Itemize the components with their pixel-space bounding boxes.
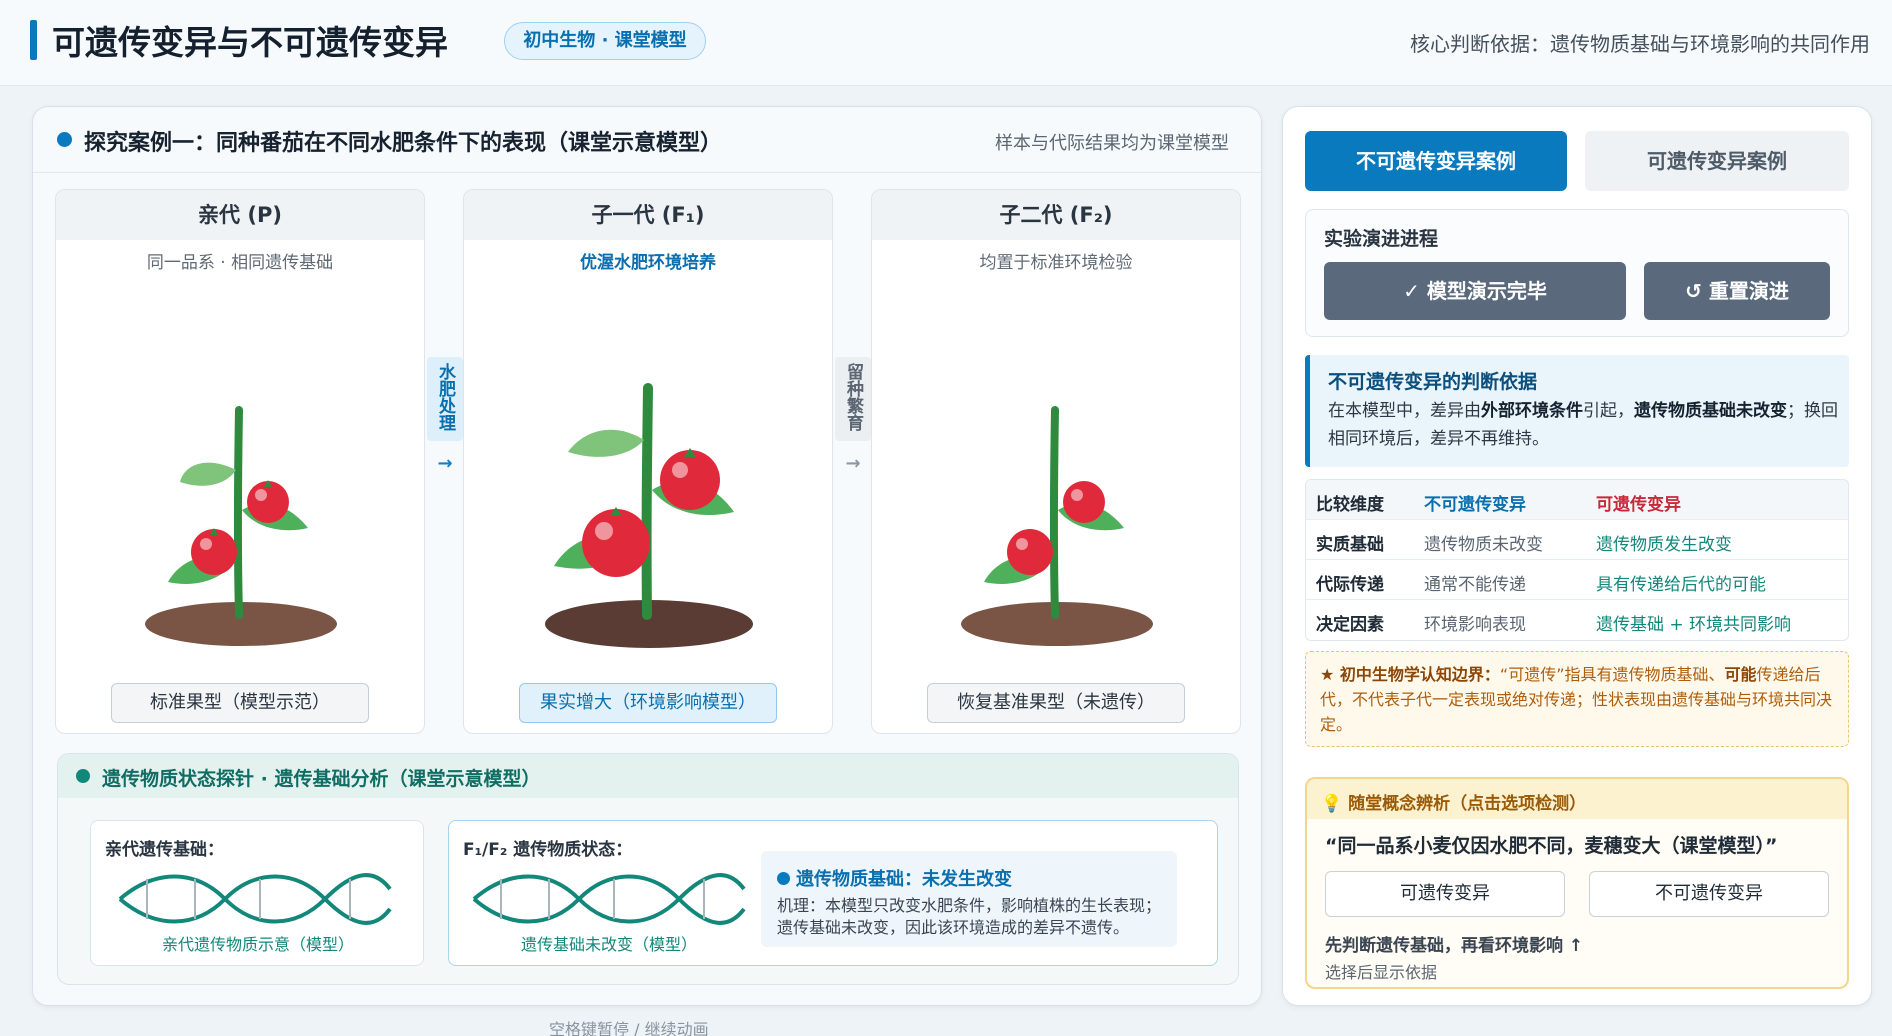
transition-label: 留种繁育 (835, 357, 871, 441)
tomato-plant-f2-icon (961, 406, 1153, 646)
generation-subtitle: 均置于标准环境检验 (979, 253, 1133, 273)
generation-title: 子一代 (F₁) (464, 190, 832, 240)
option-non-heritable-button[interactable]: 不可遗传变异 (1589, 871, 1829, 917)
tomato-plant-f1-icon (545, 383, 753, 648)
dna-helix-icon (472, 873, 746, 925)
generation-card-f1: 子一代 (F₁) 优渥水肥环境培养 果实增大（环境影响模型） (463, 189, 833, 734)
table-header-row: 比较维度 不可遗传变异 可遗传变异 (1306, 480, 1848, 520)
quiz-subtext: 选择后显示依据 (1325, 963, 1438, 982)
quiz-header: 💡 随堂概念辨析（点击选项检测） (1307, 779, 1847, 819)
generation-tag: 恢复基准果型（未遗传） (927, 683, 1185, 723)
cognitive-boundary-note: ★ 初中生物学认知边界：“可遗传”指具有遗传物质基础、可能传递给后代，不代表子代… (1305, 651, 1849, 747)
status-dot-icon (777, 872, 790, 885)
dna-helix-icon (118, 873, 392, 925)
tomato-plant-parent-icon (145, 406, 337, 646)
boundary-text: ★ 初中生物学认知边界：“可遗传”指具有遗传物质基础、可能传递给后代，不代表子代… (1320, 665, 1833, 734)
offspring-dna-caption: 遗传基础未改变（模型） (520, 935, 697, 954)
tab-non-heritable[interactable]: 不可遗传变异案例 (1305, 131, 1567, 191)
core-basis-text: 核心判断依据：遗传物质基础与环境影响的共同作用 (1410, 32, 1870, 56)
case-note: 样本与代际结果均为课堂模型 (995, 133, 1229, 154)
course-tag: 初中生物 · 课堂模型 (504, 22, 706, 60)
quiz-title: 💡 随堂概念辨析（点击选项检测） (1321, 794, 1587, 814)
offspring-dna-box: F₁/F₂ 遗传物质状态： 遗传基础未改变（模型） 遗传物质基础：未发生改变 机… (448, 820, 1218, 966)
quiz-question: “同一品系小麦仅因水肥不同，麦穗变大（课堂模型）” (1325, 835, 1778, 857)
header: 可遗传变异与不可遗传变异 初中生物 · 课堂模型 核心判断依据：遗传物质基础与环… (0, 0, 1892, 86)
generation-subtitle: 优渥水肥环境培养 (580, 253, 716, 273)
table-row: 实质基础 遗传物质未改变 遗传物质发生改变 (1306, 520, 1848, 560)
status-text: 机理：本模型只改变水肥条件，影响植株的生长表现；遗传基础未改变，因此该环境造成的… (777, 896, 1162, 937)
generation-tag: 标准果型（模型示范） (111, 683, 369, 723)
page-title: 可遗传变异与不可遗传变异 (52, 23, 448, 62)
control-panel: 不可遗传变异案例 可遗传变异案例 实验演进进程 ✓ 模型演示完毕 ↺ 重置演进 … (1282, 106, 1872, 1006)
table-row: 决定因素 环境影响表现 遗传基础 + 环境共同影响 (1316, 615, 1792, 635)
comparison-table: 比较维度 不可遗传变异 可遗传变异 实质基础 遗传物质未改变 遗传物质发生改变 … (1305, 479, 1849, 641)
table-row: 代际传递 通常不能传递 具有传递给后代的可能 (1306, 560, 1848, 600)
demo-complete-button[interactable]: ✓ 模型演示完毕 (1324, 262, 1626, 320)
tab-heritable[interactable]: 可遗传变异案例 (1585, 131, 1849, 191)
generation-title: 亲代 (P) (56, 190, 424, 240)
genetic-probe-panel: 遗传物质状态探针 · 遗传基础分析（课堂示意模型） 亲代遗传基础： 亲代遗传物质… (57, 753, 1239, 985)
transition-treatment: 水肥处理 → (427, 357, 463, 474)
generation-card-f2: 子二代 (F₂) 均置于标准环境检验 恢复基准果型（未遗传） (871, 189, 1241, 734)
parent-dna-label: 亲代遗传基础： (105, 840, 224, 860)
keyboard-hint: 空格键暂停 / 继续动画 (549, 1020, 709, 1036)
reset-button[interactable]: ↺ 重置演进 (1644, 262, 1830, 320)
quiz-panel: 💡 随堂概念辨析（点击选项检测） “同一品系小麦仅因水肥不同，麦穗变大（课堂模型… (1305, 777, 1849, 989)
probe-dot-icon (76, 769, 90, 783)
arrow-right-icon: → (845, 453, 861, 474)
generation-tag: 果实增大（环境影响模型） (519, 683, 777, 723)
parent-dna-caption: 亲代遗传物质示意（模型） (161, 935, 354, 954)
transition-label: 水肥处理 (427, 357, 463, 441)
title-accent-bar (30, 20, 37, 60)
basis-title: 不可遗传变异的判断依据 (1328, 371, 1538, 393)
case-header: 探究案例一：同种番茄在不同水肥条件下的表现（课堂示意模型） 样本与代际结果均为课… (33, 107, 1261, 173)
case-title: 探究案例一：同种番茄在不同水肥条件下的表现（课堂示意模型） (84, 131, 723, 156)
parent-dna-box: 亲代遗传基础： 亲代遗传物质示意（模型） (90, 820, 424, 966)
arrow-right-icon: → (437, 453, 453, 474)
case-dot-icon (57, 132, 72, 147)
generation-title: 子二代 (F₂) (872, 190, 1240, 240)
generation-subtitle: 同一品系 · 相同遗传基础 (146, 253, 334, 273)
progress-title: 实验演进进程 (1324, 228, 1439, 250)
status-title: 遗传物质基础：未发生改变 (777, 865, 1012, 891)
probe-header: 遗传物质状态探针 · 遗传基础分析（课堂示意模型） (58, 754, 1238, 798)
generation-card-parent: 亲代 (P) 同一品系 · 相同遗传基础 标准果型（模型示范） (55, 189, 425, 734)
case-panel: 探究案例一：同种番茄在不同水肥条件下的表现（课堂示意模型） 样本与代际结果均为课… (32, 106, 1262, 1006)
genetic-status-box: 遗传物质基础：未发生改变 机理：本模型只改变水肥条件，影响植株的生长表现；遗传基… (761, 851, 1177, 947)
transition-breeding: 留种繁育 → (835, 357, 871, 474)
offspring-dna-label: F₁/F₂ 遗传物质状态： (463, 840, 633, 860)
judgment-basis-box: 不可遗传变异的判断依据 在本模型中，差异由外部环境条件引起，遗传物质基础未改变；… (1305, 355, 1849, 467)
progress-section: 实验演进进程 ✓ 模型演示完毕 ↺ 重置演进 (1305, 209, 1849, 337)
basis-text: 在本模型中，差异由外部环境条件引起，遗传物质基础未改变；换回相同环境后，差异不再… (1328, 401, 1838, 449)
probe-title: 遗传物质状态探针 · 遗传基础分析（课堂示意模型） (102, 768, 541, 790)
quiz-hint: 先判断遗传基础，再看环境影响 ↑ (1325, 936, 1584, 956)
option-heritable-button[interactable]: 可遗传变异 (1325, 871, 1565, 917)
